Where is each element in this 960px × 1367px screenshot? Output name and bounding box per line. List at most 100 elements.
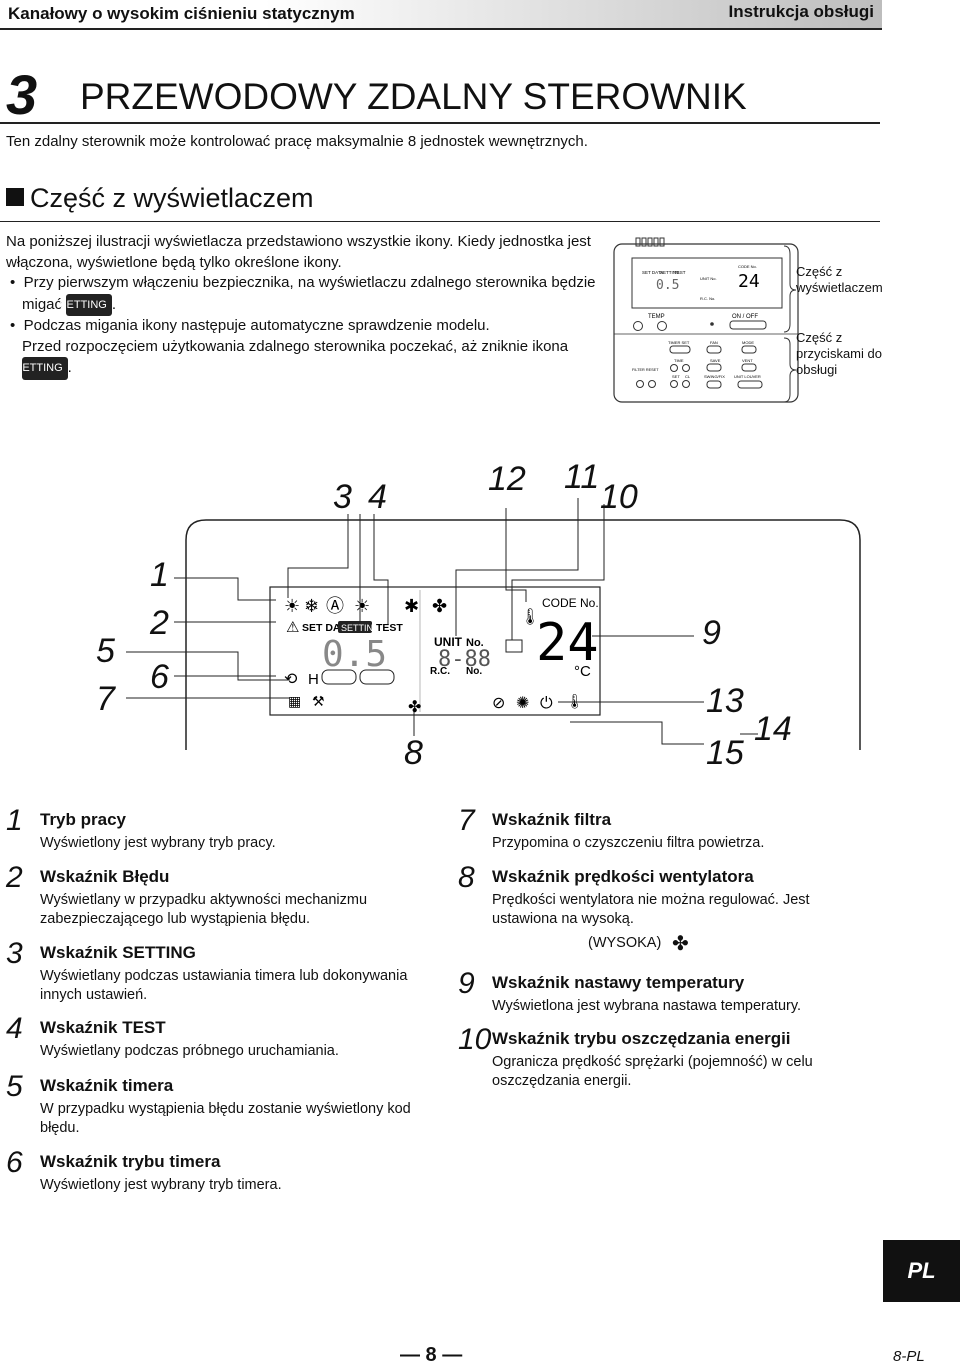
- unit-louver-button[interactable]: [737, 380, 763, 389]
- small-test: TEST: [674, 270, 686, 275]
- item-number: 3: [6, 937, 23, 970]
- item-title: Wskaźnik prędkości wentylatora: [492, 867, 754, 886]
- item-number: 4: [6, 1012, 23, 1045]
- callout-leader-lines: [126, 498, 758, 745]
- small-set-data: SET DATA: [642, 270, 663, 275]
- callout-8: 8: [404, 734, 423, 772]
- display-diagram: ☀ ❄ Ⓐ ☀ ✱ ✤ ⚠ SET DATA SETTING TEST 0.5 …: [126, 498, 861, 750]
- item-title: Wskaźnik trybu timera: [40, 1152, 221, 1171]
- section-paragraph: Na poniższej ilustracji wyświetlacza prz…: [6, 233, 591, 271]
- cl-button[interactable]: [682, 380, 690, 388]
- callout-2: 2: [150, 604, 169, 642]
- callout-13: 13: [706, 682, 744, 720]
- bullet-first-power: • Przy pierwszym włączeniu bezpiecznika,…: [6, 273, 596, 316]
- remote-lcd: [631, 257, 783, 309]
- callout-3: 3: [333, 478, 352, 516]
- item-number: 9: [458, 967, 475, 1000]
- fan-button[interactable]: [706, 345, 722, 354]
- vent-button[interactable]: [741, 363, 757, 372]
- timer-set-button[interactable]: [669, 345, 691, 354]
- test-button[interactable]: [648, 380, 656, 388]
- small-onoff-label: ON / OFF: [732, 314, 758, 320]
- item-number: 2: [6, 861, 23, 894]
- item-title: Wskaźnik nastawy temperatury: [492, 973, 745, 992]
- fan-icon: ✤: [432, 596, 447, 617]
- fan-mode-icon: ✱: [404, 596, 419, 617]
- item-desc: Wyświetlany podczas ustawiania timera lu…: [40, 968, 408, 1003]
- item-8-extra: (WYSOKA): [588, 935, 662, 951]
- small-filter-reset: FILTER RESET: [632, 368, 659, 372]
- section-body: Na poniższej ilustracji wyświetlacza prz…: [6, 232, 596, 380]
- label-display-part: Część z wyświetlaczem: [796, 264, 883, 295]
- header-left-title: Kanałowy o wysokim ciśnieniu statycznym: [8, 4, 355, 23]
- diagram-unit: UNIT: [434, 635, 463, 649]
- callout-10: 10: [600, 478, 638, 516]
- timer-off-icon: [359, 669, 395, 685]
- item-number: 6: [6, 1146, 23, 1179]
- diagram-degc: °C: [574, 663, 591, 680]
- small-save: SAVE: [710, 358, 721, 363]
- small-timer-set: TIMER SET: [668, 340, 690, 345]
- save-button[interactable]: [706, 363, 722, 372]
- callout-11: 11: [564, 458, 600, 496]
- small-vent: VENT: [742, 358, 753, 363]
- item-title: Wskaźnik SETTING: [40, 943, 196, 962]
- time-up-button[interactable]: [682, 364, 690, 372]
- small-rc-no: R.C. No.: [700, 296, 715, 301]
- diagram-h: H: [308, 671, 319, 688]
- header-right-title: Instrukcja obsługi: [728, 2, 874, 21]
- diagram-rc: R.C.: [430, 666, 450, 677]
- bullet-text: Przy pierwszym włączeniu bezpiecznika, n…: [22, 274, 596, 313]
- onoff-button[interactable]: [729, 320, 767, 330]
- thermometer-icon: 🌡: [520, 607, 540, 626]
- diagram-big-digits: 0.5: [322, 634, 387, 675]
- small-code-no: CODE No.: [738, 264, 757, 269]
- chapter-title: PRZEWODOWY ZDALNY STEROWNIK: [80, 76, 747, 117]
- small-set: SET: [672, 374, 680, 379]
- page-number: — 8 —: [400, 1344, 463, 1366]
- item-desc: Wyświetlony jest wybrany tryb pracy.: [40, 835, 276, 851]
- item-title: Wskaźnik filtra: [492, 810, 612, 829]
- temp-up-button[interactable]: [657, 321, 667, 331]
- diagram-code-no: CODE No.: [542, 596, 599, 610]
- callout-5: 5: [96, 632, 115, 670]
- callout-6: 6: [150, 658, 169, 696]
- small-big-digits: 0.5: [656, 278, 679, 293]
- section-title-text: Część z wyświetlaczem: [30, 183, 314, 213]
- dry-icon: ☀: [354, 596, 370, 617]
- page-code: 8-PL: [893, 1348, 925, 1365]
- chapter-number: 3: [6, 63, 38, 126]
- temp-down-button[interactable]: [633, 321, 643, 331]
- error-triangle-icon: ⚠: [286, 618, 299, 636]
- filter-reset-button[interactable]: [636, 380, 644, 388]
- item-desc: Wyświetlany w przypadku aktywności mecha…: [40, 892, 368, 927]
- item-title: Wskaźnik TEST: [40, 1018, 166, 1037]
- language-tab: PL: [883, 1240, 960, 1302]
- item-number: 1: [6, 804, 23, 837]
- small-setting: SETTING: [660, 270, 680, 275]
- item-desc: Przypomina o czyszczeniu filtra powietrz…: [492, 835, 765, 851]
- time-down-button[interactable]: [670, 364, 678, 372]
- item-number: 10: [458, 1023, 492, 1056]
- item-title: Wskaźnik timera: [40, 1076, 174, 1095]
- wrench-icon: ⚒: [312, 694, 325, 710]
- item-desc: Wyświetlany podczas próbnego uruchamiani…: [40, 1043, 339, 1059]
- mode-button[interactable]: [741, 345, 757, 354]
- swing-button[interactable]: [706, 380, 722, 389]
- chapter-divider: [0, 122, 880, 124]
- mode-icons: ☀ ❄ Ⓐ ☀ ✱ ✤: [284, 596, 447, 617]
- repeat-icon: ⟲: [284, 669, 298, 688]
- small-temp-digits: 24: [738, 271, 760, 292]
- small-temp-label: TEMP: [648, 314, 665, 320]
- item-desc: Prędkości wentylatora nie można regulowa…: [492, 892, 810, 927]
- set-button[interactable]: [670, 380, 678, 388]
- square-bullet-icon: [6, 188, 24, 206]
- item-desc: Ogranicza prędkość sprężarki (pojemność)…: [492, 1054, 813, 1089]
- bullet-text: Podczas migania ikony następuje automaty…: [23, 317, 490, 334]
- bullet-text: Przed rozpoczęciem użytkowania zdalnego …: [22, 337, 569, 355]
- item-number: 7: [458, 804, 475, 837]
- auto-icon: Ⓐ: [326, 596, 344, 617]
- item-title: Tryb pracy: [40, 810, 126, 829]
- filter-icon: ▦: [288, 694, 301, 710]
- dot: .: [111, 295, 117, 313]
